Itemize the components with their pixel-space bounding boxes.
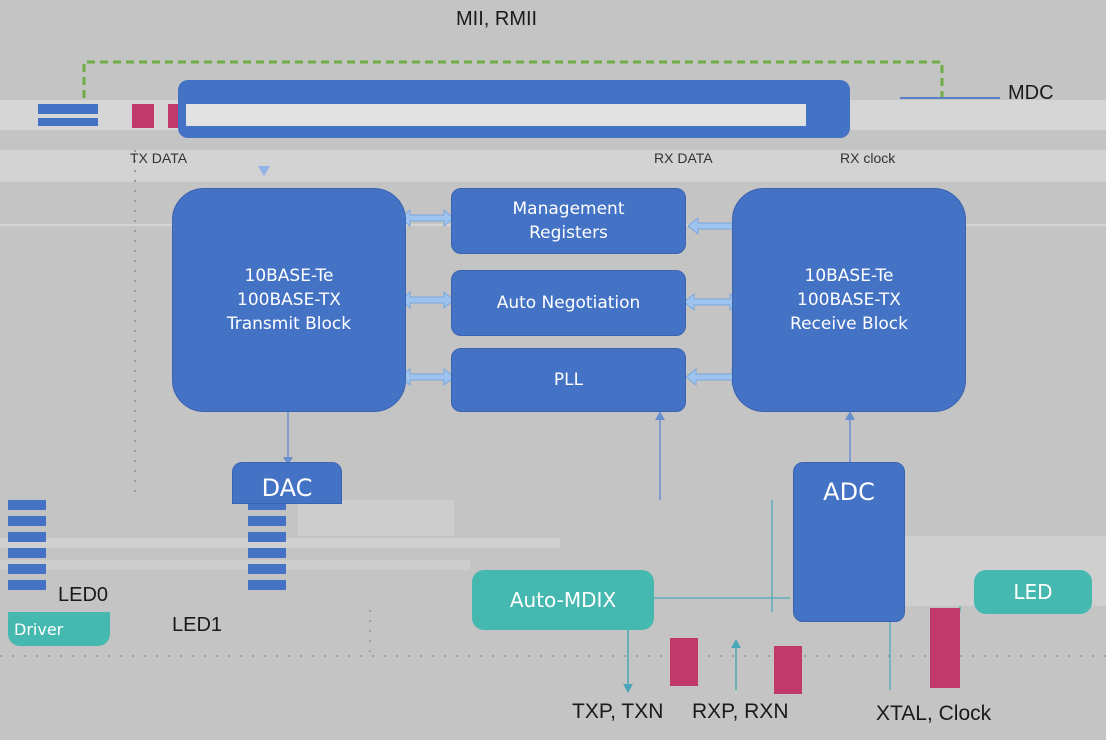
tx-data-arrow xyxy=(258,166,270,176)
rxp-arrowhead xyxy=(731,639,741,648)
pll-feed-arrowhead xyxy=(655,411,665,420)
adc-label: ADC xyxy=(823,478,875,506)
interface-bar-strip xyxy=(186,104,806,126)
lower-band xyxy=(0,538,560,548)
management-registers-label: Management Registers xyxy=(512,199,625,243)
adc-block: ADC xyxy=(793,462,905,622)
receive-block: 10BASE-Te 100BASE-TX Receive Block xyxy=(732,188,966,412)
led0-label: LED0 xyxy=(58,584,109,606)
left-bus-bars xyxy=(8,104,286,590)
signal-band xyxy=(0,150,1106,182)
adc-to-rx-arrowhead xyxy=(845,411,855,420)
driver-module: Driver xyxy=(8,612,110,646)
dac-label: DAC xyxy=(261,474,313,502)
tx-to-dac-arrowhead xyxy=(283,457,293,465)
xtal-clock-label: XTAL, Clock xyxy=(876,702,992,725)
led-module: LED xyxy=(974,570,1092,614)
lower-band xyxy=(0,560,470,570)
pin-connectors xyxy=(132,104,960,694)
driver-label: Driver xyxy=(14,619,64,639)
transmit-block: 10BASE-Te 100BASE-TX Transmit Block xyxy=(172,188,406,412)
led1-label: LED1 xyxy=(172,614,223,636)
rx-clock-label: RX clock xyxy=(840,150,896,166)
auto-negotiation-label: Auto Negotiation xyxy=(496,293,641,313)
mid-lower-band xyxy=(298,500,454,536)
receive-block-label: 10BASE-Te 100BASE-TX Receive Block xyxy=(790,266,908,334)
dac-block: DAC xyxy=(232,462,342,504)
auto-negotiation-block: Auto Negotiation xyxy=(451,270,686,336)
rx-data-label: RX DATA xyxy=(654,150,713,166)
management-registers-block: Management Registers xyxy=(451,188,686,254)
bidirectional-arrows xyxy=(399,208,745,387)
mii-bus-outline xyxy=(82,60,944,98)
auto-mdix-module: Auto-MDIX xyxy=(472,570,654,630)
mdc-label: MDC xyxy=(1008,82,1054,104)
tx-data-label: TX DATA xyxy=(130,150,188,166)
pll-block: PLL xyxy=(451,348,686,412)
txp-txn-label: TXP, TXN xyxy=(572,700,664,723)
auto-mdix-label: Auto-MDIX xyxy=(509,588,617,612)
rxp-rxn-label: RXP, RXN xyxy=(692,700,789,723)
txp-arrowhead xyxy=(623,684,633,693)
transmit-block-label: 10BASE-Te 100BASE-TX Transmit Block xyxy=(226,266,352,334)
led-module-label: LED xyxy=(1013,580,1053,604)
mii-rmii-label: MII, RMII xyxy=(456,8,538,30)
pll-label: PLL xyxy=(553,370,584,390)
